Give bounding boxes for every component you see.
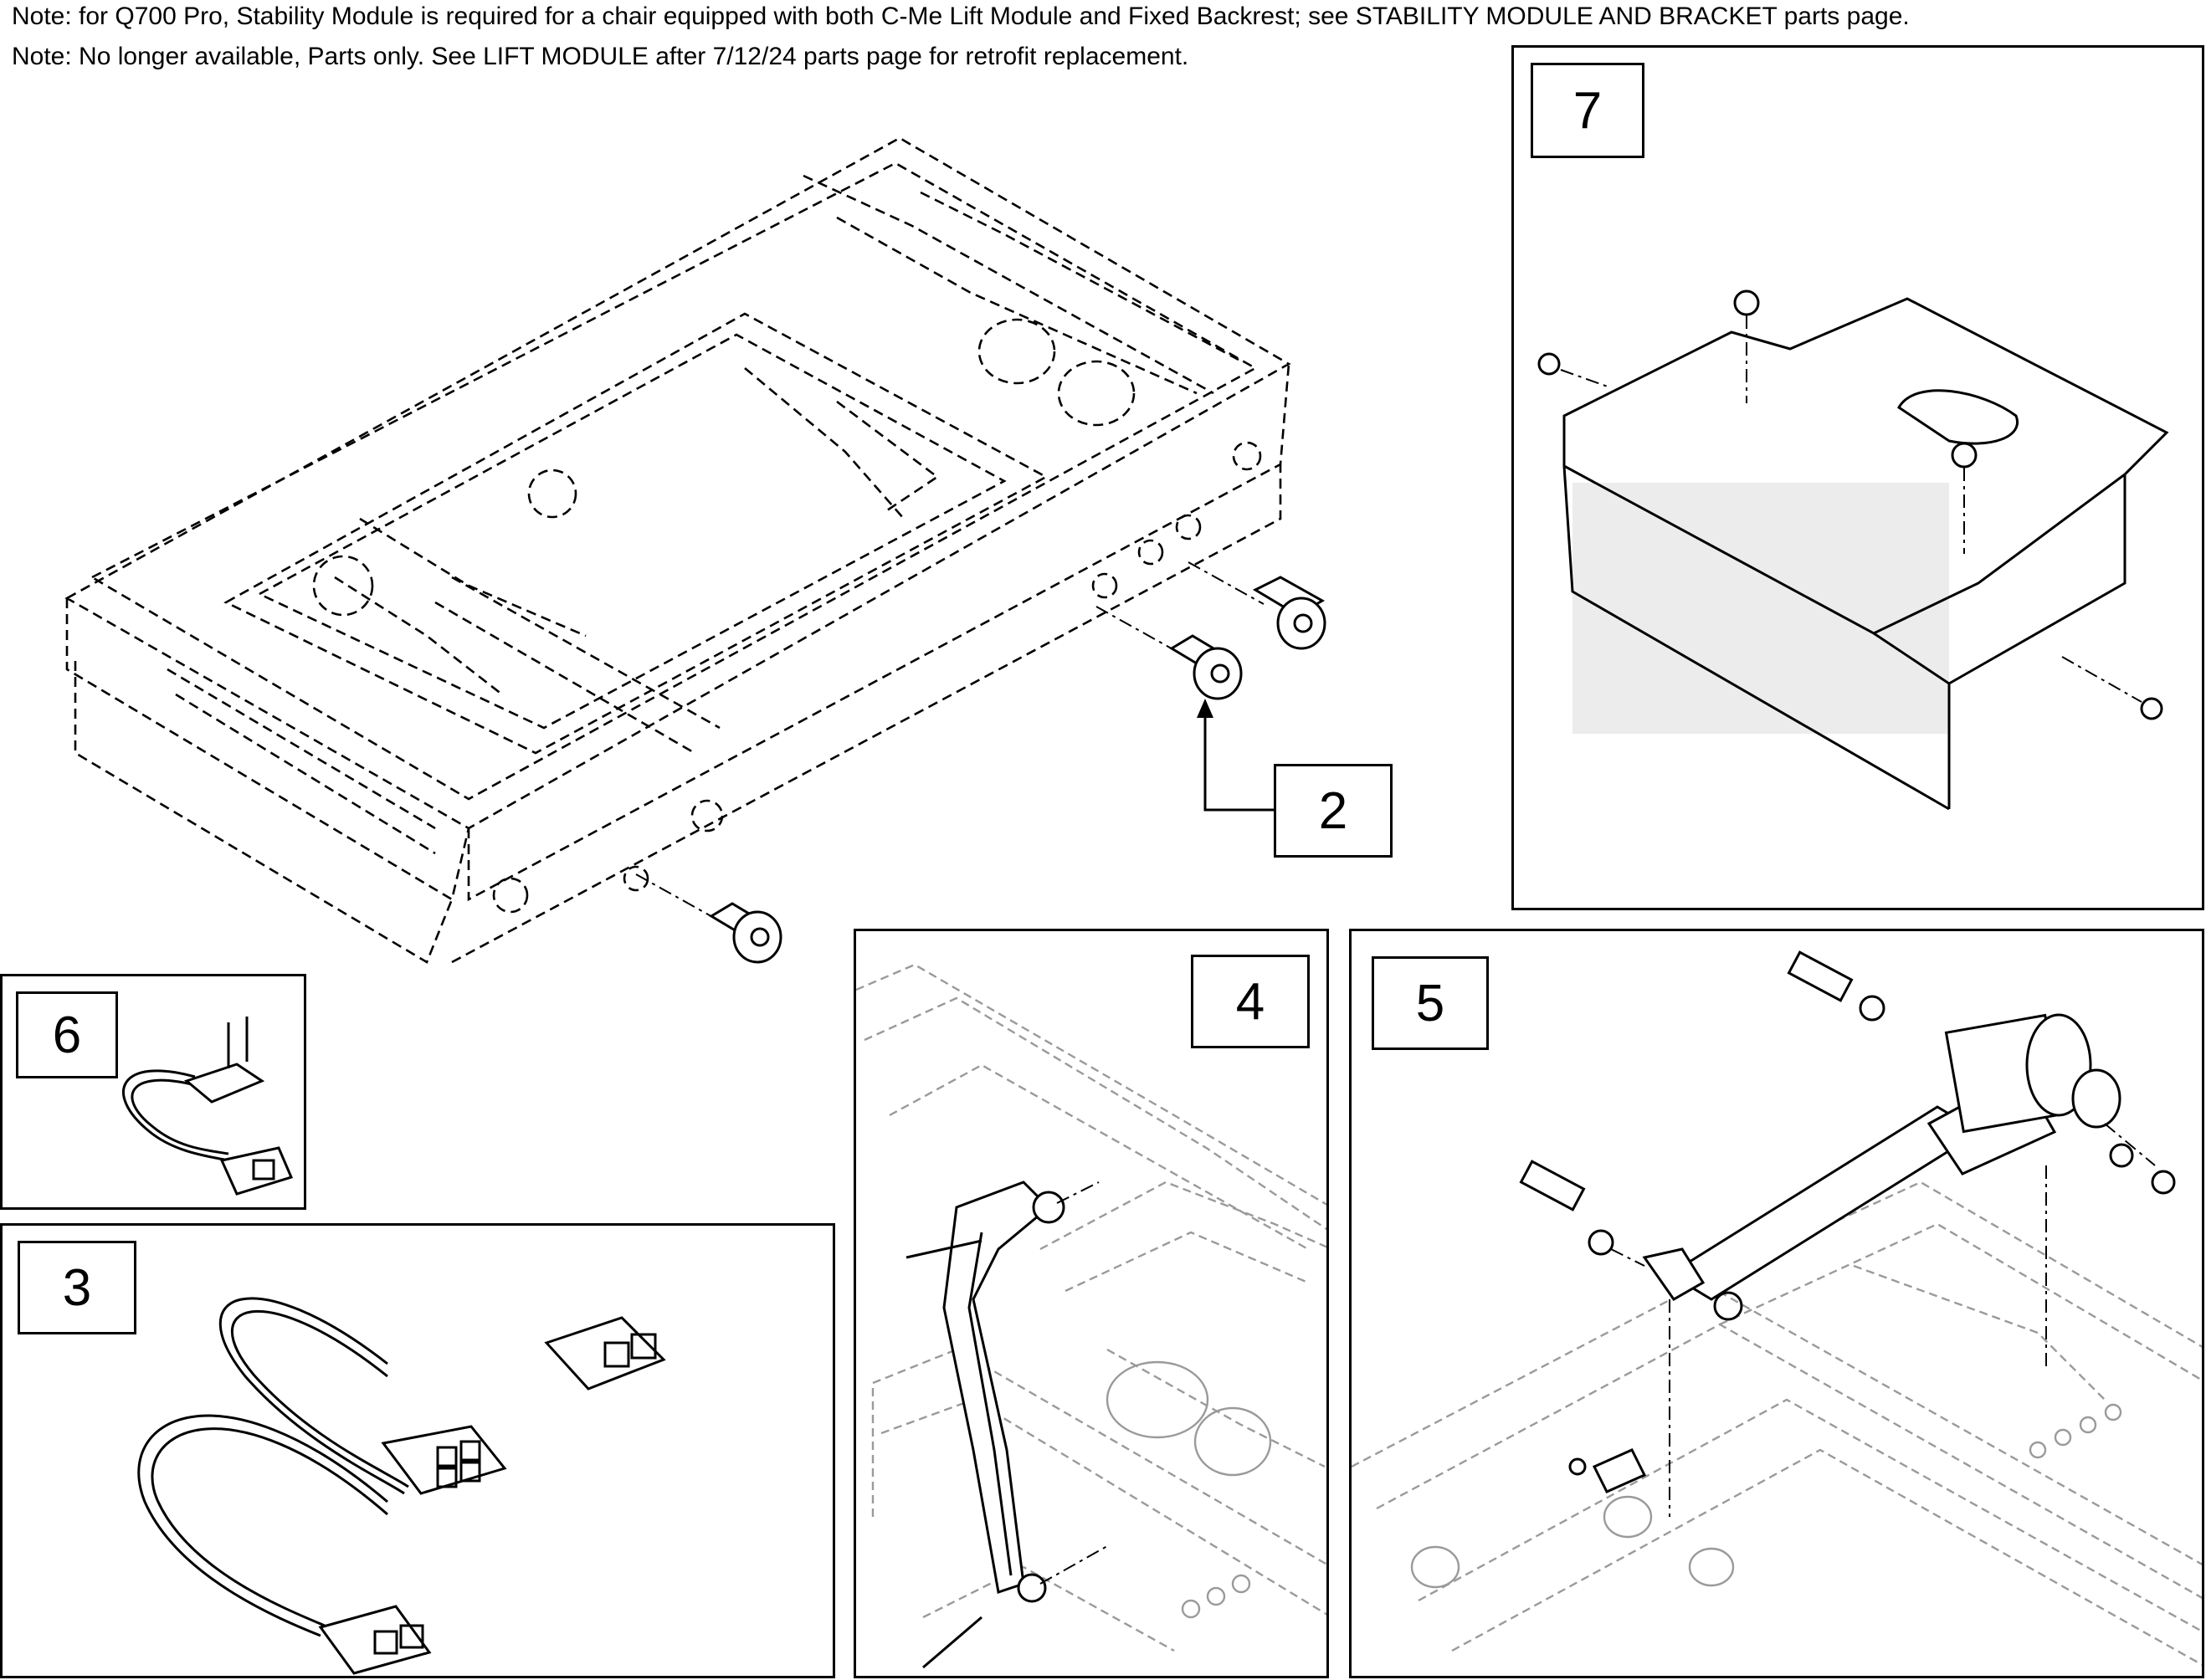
sensor-drawing bbox=[122, 1017, 294, 1196]
actuator-bracket-drawing bbox=[856, 963, 1326, 1669]
callout-4-text: 4 bbox=[1235, 972, 1265, 1031]
callout-2: 2 bbox=[1274, 764, 1393, 858]
screw-part-c bbox=[709, 902, 782, 964]
callout-3-text: 3 bbox=[62, 1258, 92, 1317]
screw-part-b bbox=[1169, 634, 1243, 700]
callout-7-text: 7 bbox=[1572, 81, 1603, 140]
panel-actuator: 5 bbox=[1349, 929, 2204, 1678]
panel-harness: 3 bbox=[0, 1223, 835, 1678]
panel-sensor: 6 bbox=[0, 974, 306, 1210]
lift-module-frame-drawing bbox=[64, 136, 1326, 964]
callout-6: 6 bbox=[16, 991, 118, 1078]
callout-6-text: 6 bbox=[52, 1006, 82, 1064]
callout-3: 3 bbox=[18, 1241, 136, 1334]
harness-drawing bbox=[137, 1297, 666, 1675]
callout-5-text: 5 bbox=[1415, 974, 1445, 1032]
callout-2-text: 2 bbox=[1318, 781, 1348, 840]
panel-cover: 7 bbox=[1511, 45, 2204, 910]
callout-4: 4 bbox=[1191, 955, 1310, 1048]
callout-5: 5 bbox=[1372, 956, 1489, 1050]
cover-drawing bbox=[1537, 289, 2169, 811]
callout-7: 7 bbox=[1531, 63, 1644, 158]
actuator-drawing bbox=[1352, 950, 2202, 1667]
note-stability-module: Note: for Q700 Pro, Stability Module is … bbox=[12, 3, 1910, 30]
screw-part-a bbox=[1252, 576, 1326, 650]
note-no-longer-available: Note: No longer available, Parts only. S… bbox=[12, 43, 1189, 70]
panel-actuator-bracket: 4 bbox=[854, 929, 1329, 1678]
